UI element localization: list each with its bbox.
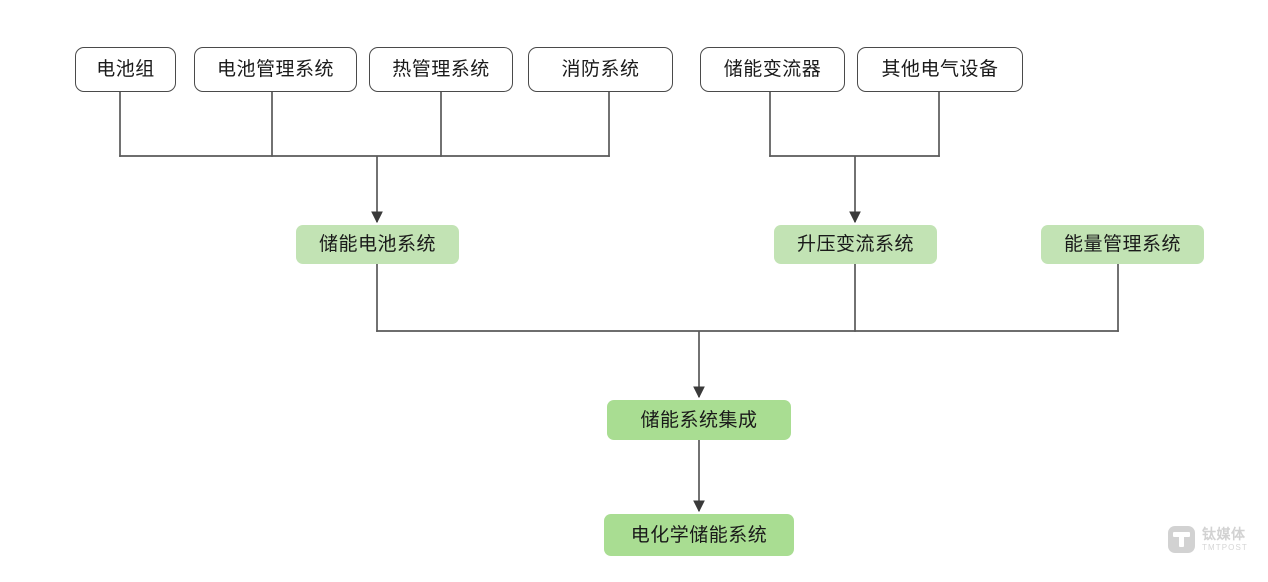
node-label: 储能系统集成 <box>640 409 758 431</box>
node-battery-pack[interactable]: 电池组 <box>75 47 176 92</box>
node-label: 能量管理系统 <box>1063 234 1181 255</box>
watermark-en: TMTPOST <box>1202 543 1248 552</box>
node-battery-management-system[interactable]: 电池管理系统 <box>194 47 357 92</box>
node-thermal-management-system[interactable]: 热管理系统 <box>369 47 513 92</box>
watermark: 钛媒体 TMTPOST <box>1168 526 1248 553</box>
node-label: 消防系统 <box>561 59 640 80</box>
node-label: 热管理系统 <box>392 59 490 80</box>
watermark-text: 钛媒体 TMTPOST <box>1202 527 1248 552</box>
node-label: 电化学储能系统 <box>630 524 768 546</box>
node-label: 升压变流系统 <box>796 234 914 255</box>
node-fire-protection-system[interactable]: 消防系统 <box>528 47 673 92</box>
node-label: 电池组 <box>96 59 155 80</box>
node-label: 储能变流器 <box>723 59 822 80</box>
node-energy-management-system[interactable]: 能量管理系统 <box>1041 225 1204 264</box>
node-other-electrical-equipment[interactable]: 其他电气设备 <box>857 47 1023 92</box>
node-label: 其他电气设备 <box>881 59 999 80</box>
node-label: 储能电池系统 <box>318 234 436 255</box>
node-energy-storage-battery-system[interactable]: 储能电池系统 <box>296 225 459 264</box>
node-electrochemical-energy-storage-system[interactable]: 电化学储能系统 <box>604 514 794 556</box>
node-energy-storage-converter[interactable]: 储能变流器 <box>700 47 845 92</box>
node-energy-storage-system-integration[interactable]: 储能系统集成 <box>607 400 791 440</box>
watermark-cn: 钛媒体 <box>1202 526 1246 542</box>
node-label: 电池管理系统 <box>216 59 334 80</box>
node-boost-conversion-system[interactable]: 升压变流系统 <box>774 225 937 264</box>
tmtpost-logo-icon <box>1168 526 1195 553</box>
